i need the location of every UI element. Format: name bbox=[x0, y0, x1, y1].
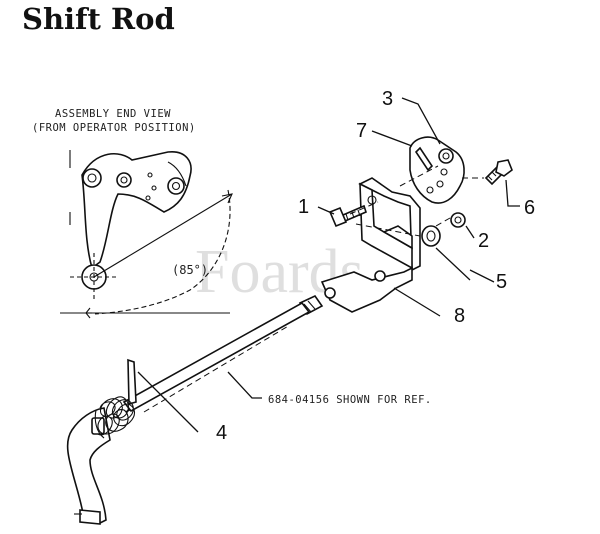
reference-note: 684-04156 SHOWN FOR REF. bbox=[268, 394, 432, 406]
washer-2 bbox=[450, 212, 466, 228]
inset-subtitle: (FROM OPERATOR POSITION) bbox=[32, 122, 196, 134]
assembly-end-view-inset: ASSEMBLY END VIEW (FROM OPERATOR POSITIO… bbox=[32, 108, 233, 319]
shift-arm-end-view bbox=[81, 151, 192, 270]
inset-title: ASSEMBLY END VIEW bbox=[55, 108, 171, 120]
callout-1: 1 bbox=[298, 196, 309, 218]
shift-bracket bbox=[320, 177, 421, 313]
angle-label: (85°) bbox=[172, 263, 208, 277]
locknut-icon bbox=[438, 148, 454, 164]
callout-5: 5 bbox=[496, 271, 507, 293]
callout-8: 8 bbox=[454, 305, 465, 327]
washer-icon bbox=[116, 172, 132, 188]
page-title: Shift Rod bbox=[22, 2, 175, 36]
washer-5 bbox=[421, 225, 441, 247]
pivot-bolt-icon bbox=[82, 168, 102, 188]
callout-7: 7 bbox=[356, 120, 367, 142]
adjust-bolt-icon bbox=[167, 177, 185, 195]
return-spring bbox=[94, 396, 136, 439]
shift-lever bbox=[66, 358, 137, 525]
callout-4: 4 bbox=[216, 422, 227, 444]
bolt-6 bbox=[484, 159, 513, 186]
callout-2: 2 bbox=[478, 230, 489, 252]
callout-3: 3 bbox=[382, 88, 393, 110]
shift-plate bbox=[409, 136, 465, 204]
callout-6: 6 bbox=[524, 197, 535, 219]
